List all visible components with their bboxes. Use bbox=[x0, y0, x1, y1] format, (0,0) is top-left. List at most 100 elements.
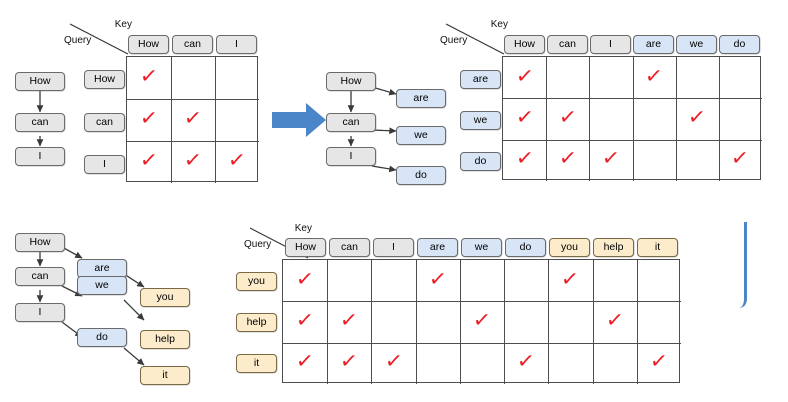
attention-cell: ✓ bbox=[171, 141, 215, 183]
grid-column-divider bbox=[546, 57, 548, 181]
grid-column-divider bbox=[675, 57, 677, 181]
attention-cell bbox=[548, 343, 592, 384]
checkmark-icon: ✓ bbox=[182, 147, 203, 173]
panel3-col-header-1: can bbox=[329, 238, 370, 257]
attention-cell: ✓ bbox=[283, 260, 327, 301]
panel3-col-header-3: are bbox=[417, 238, 458, 257]
attention-cell bbox=[416, 343, 460, 384]
grid-row-divider bbox=[503, 98, 762, 100]
grid-column-divider bbox=[632, 57, 634, 181]
panel1-key-query-label: Key Query bbox=[64, 19, 132, 56]
panel3-col-header-2: I bbox=[373, 238, 414, 257]
attention-cell: ✓ bbox=[283, 301, 327, 342]
checkmark-icon: ✓ bbox=[643, 62, 664, 89]
attention-cell: ✓ bbox=[676, 98, 719, 139]
attention-cell bbox=[215, 57, 259, 99]
panel1-tree-node-0: How bbox=[15, 72, 65, 91]
panel3-tree-generated2-0: you bbox=[140, 288, 190, 307]
panel1-tree-node-2: I bbox=[15, 147, 65, 166]
panel3-tree-generated-1: we bbox=[77, 276, 127, 295]
panel2-tree-context-1: can bbox=[326, 113, 376, 132]
attention-cell bbox=[589, 57, 632, 98]
checkmark-icon: ✓ bbox=[294, 265, 315, 292]
checkmark-icon: ✓ bbox=[294, 348, 315, 375]
panel2-tree-generated-1: we bbox=[396, 126, 446, 145]
panel2-tree-generated-2: do bbox=[396, 166, 446, 185]
panel3-col-header-4: we bbox=[461, 238, 502, 257]
checkmark-icon: ✓ bbox=[427, 265, 448, 292]
grid-column-divider bbox=[592, 260, 594, 384]
attention-cell: ✓ bbox=[637, 343, 681, 384]
checkmark-icon: ✓ bbox=[182, 105, 203, 131]
panel3-key-label: Key bbox=[294, 223, 312, 234]
grid-column-divider bbox=[459, 260, 461, 384]
attention-cell: ✓ bbox=[327, 301, 371, 342]
flow-arrow-wrap bbox=[712, 222, 764, 334]
attention-cell bbox=[548, 301, 592, 342]
panel2-col-header-1: can bbox=[547, 35, 588, 54]
panel2-col-header-5: do bbox=[719, 35, 760, 54]
attention-cell: ✓ bbox=[504, 343, 548, 384]
checkmark-icon: ✓ bbox=[604, 307, 625, 333]
attention-cell bbox=[593, 260, 637, 301]
grid-column-divider bbox=[504, 260, 506, 384]
grid-column-divider bbox=[548, 260, 550, 384]
attention-cell: ✓ bbox=[215, 141, 259, 183]
attention-cell: ✓ bbox=[171, 99, 215, 141]
panel3-row-header-0: you bbox=[236, 272, 277, 291]
attention-cell bbox=[171, 57, 215, 99]
panel2-attention-grid: ✓✓✓✓✓✓✓✓✓ bbox=[502, 56, 762, 181]
panel3-row-header-1: help bbox=[236, 313, 277, 332]
checkmark-icon: ✓ bbox=[226, 147, 247, 173]
attention-cell: ✓ bbox=[589, 140, 632, 181]
checkmark-icon: ✓ bbox=[557, 145, 578, 172]
attention-cell bbox=[416, 301, 460, 342]
checkmark-icon: ✓ bbox=[339, 348, 360, 375]
panel3-query-label: Query bbox=[244, 239, 272, 250]
attention-cell bbox=[637, 301, 681, 342]
grid-column-divider bbox=[589, 57, 591, 181]
panel3-row-header-2: it bbox=[236, 354, 277, 373]
attention-cell bbox=[215, 99, 259, 141]
checkmark-icon: ✓ bbox=[383, 348, 404, 375]
checkmark-icon: ✓ bbox=[600, 145, 621, 172]
panel2-tree-generated-0: are bbox=[396, 89, 446, 108]
attention-cell bbox=[637, 260, 681, 301]
checkmark-icon: ✓ bbox=[514, 62, 535, 89]
checkmark-icon: ✓ bbox=[138, 147, 159, 173]
panel2-key-query-label: Key Query bbox=[440, 19, 508, 56]
flow-arrow-right bbox=[272, 103, 326, 137]
grid-row-divider bbox=[127, 99, 259, 100]
panel3-col-header-7: help bbox=[593, 238, 634, 257]
attention-cell: ✓ bbox=[327, 343, 371, 384]
checkmark-icon: ✓ bbox=[560, 265, 581, 292]
checkmark-icon: ✓ bbox=[648, 348, 669, 375]
grid-column-divider bbox=[371, 260, 373, 384]
panel2-row-header-0: are bbox=[460, 70, 501, 89]
attention-cell bbox=[676, 140, 719, 181]
grid-column-divider bbox=[327, 260, 329, 384]
panel1-col-header-2: I bbox=[216, 35, 257, 54]
attention-cell bbox=[589, 98, 632, 139]
attention-cell bbox=[719, 98, 762, 139]
attention-cell: ✓ bbox=[719, 140, 762, 181]
attention-cell: ✓ bbox=[503, 140, 546, 181]
grid-row-divider bbox=[283, 301, 681, 303]
checkmark-icon: ✓ bbox=[339, 307, 360, 333]
checkmark-icon: ✓ bbox=[138, 63, 159, 89]
checkmark-icon: ✓ bbox=[294, 307, 315, 333]
panel2-row-header-2: do bbox=[460, 152, 501, 171]
panel3-attention-grid: ✓✓✓✓✓✓✓✓✓✓✓✓ bbox=[282, 259, 681, 384]
panel2-col-header-0: How bbox=[504, 35, 545, 54]
panel1-col-header-0: How bbox=[128, 35, 169, 54]
panel3-tree-context-2: I bbox=[15, 303, 65, 322]
panel3-col-header-6: you bbox=[549, 238, 590, 257]
attention-cell: ✓ bbox=[127, 99, 171, 141]
panel1-attention-grid: ✓ ✓ ✓ ✓ ✓ ✓ bbox=[126, 56, 259, 183]
grid-row-divider bbox=[283, 342, 681, 344]
grid-column-divider bbox=[415, 260, 417, 384]
attention-cell bbox=[546, 57, 589, 98]
attention-cell: ✓ bbox=[548, 260, 592, 301]
panel1-row-header-1: can bbox=[84, 113, 125, 132]
